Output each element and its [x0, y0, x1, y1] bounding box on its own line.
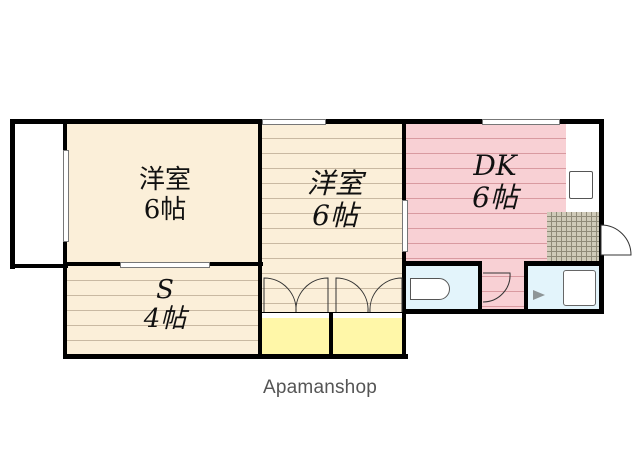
- closet-divider: [262, 312, 404, 318]
- wall-bath-left: [524, 261, 528, 311]
- wall-balcony-bottom: [10, 264, 68, 268]
- watermark: Apamanshop: [263, 377, 377, 398]
- closet-right: [333, 318, 404, 354]
- room-label-dk: DK 6帖: [440, 149, 550, 215]
- window-dk-top: [482, 119, 560, 125]
- wall-closet-mid: [329, 312, 333, 356]
- window-room1-bottom: [120, 262, 210, 268]
- dk-hall: [480, 262, 526, 310]
- washbasin-icon: [533, 290, 545, 300]
- room-label-western-2: 洋室 6帖: [280, 167, 390, 233]
- closet-left: [262, 318, 329, 354]
- bathtub-icon: [563, 270, 596, 306]
- room-label-western-1: 洋室 6帖: [110, 165, 220, 226]
- room-size: 6帖: [143, 194, 187, 225]
- toilet-icon: [410, 278, 450, 300]
- wall-toilet-right: [478, 261, 482, 311]
- room-name: S: [156, 275, 174, 305]
- wall-wet-top: [402, 261, 482, 266]
- room-size: 6帖: [312, 199, 358, 233]
- entrance-door-icon: [600, 224, 632, 256]
- room-size: 6帖: [472, 181, 518, 215]
- wall-room1-right: [258, 119, 262, 359]
- wall-top-left: [10, 119, 402, 124]
- room-name: 洋室: [138, 165, 191, 195]
- genkan-tile: [547, 212, 599, 262]
- window-room2-top: [262, 119, 326, 125]
- western-room-2: [262, 124, 404, 316]
- room-size: 4帖: [143, 303, 187, 334]
- wall-wet-bottom: [402, 309, 604, 314]
- wall-bottom-left: [63, 354, 408, 359]
- window-room1-left: [63, 150, 69, 242]
- wall-bath-top: [524, 261, 604, 266]
- room-name: 洋室: [306, 167, 363, 200]
- closet-doors-icon: [263, 277, 403, 313]
- toilet-door-icon: [482, 272, 511, 303]
- service-room: [66, 266, 260, 354]
- balcony: [12, 122, 66, 267]
- sink-icon: [569, 171, 593, 199]
- window-dk-left: [402, 200, 408, 252]
- room-name: DK: [473, 149, 517, 182]
- kitchen-counter: [566, 124, 600, 214]
- western-room-1: [66, 124, 260, 264]
- room-label-service: S 4帖: [110, 276, 220, 333]
- wall-left: [10, 119, 15, 269]
- wall-right: [599, 119, 604, 314]
- dining-kitchen: [406, 124, 566, 264]
